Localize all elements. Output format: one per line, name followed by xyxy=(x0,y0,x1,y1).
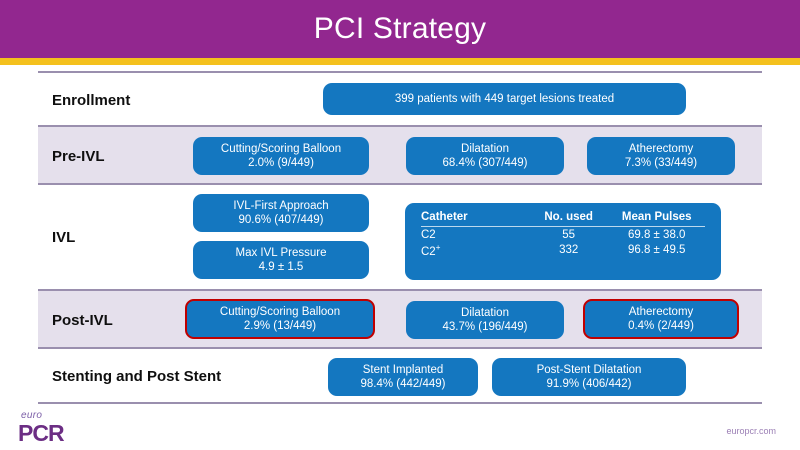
box-post-ivl-dilatation[interactable]: Dilatation 43.7% (196/449) xyxy=(406,301,564,339)
rule-stenting xyxy=(38,347,762,349)
box-line2: 43.7% (196/449) xyxy=(442,321,528,333)
page-title: PCI Strategy xyxy=(313,12,487,45)
box-line1: Max IVL Pressure xyxy=(235,246,327,259)
box-line2: 4.9 ± 1.5 xyxy=(258,261,304,273)
col-header-mean-pulses: Mean Pulses xyxy=(608,211,705,227)
box-enrollment-total[interactable]: 399 patients with 449 target lesions tre… xyxy=(323,83,686,115)
box-post-stent-dilatation[interactable]: Post-Stent Dilatation 91.9% (406/442) xyxy=(492,358,686,396)
box-pre-ivl-dilatation[interactable]: Dilatation 68.4% (307/449) xyxy=(406,137,564,175)
table-header-row: Catheter No. used Mean Pulses xyxy=(421,211,705,227)
cell-catheter: C2 xyxy=(421,229,436,241)
catheter-summary-card: Catheter No. used Mean Pulses C2 55 69.8… xyxy=(405,203,721,280)
footer-divider xyxy=(38,402,762,404)
box-line1: Stent Implanted xyxy=(362,363,444,376)
footer-url: europcr.com xyxy=(726,426,776,436)
box-line1: 399 patients with 449 target lesions tre… xyxy=(394,92,615,105)
logo-euro-text: euro xyxy=(21,410,43,421)
accent-divider xyxy=(0,58,800,65)
cell-catheter-text: C2 xyxy=(421,245,436,258)
row-label-ivl: IVL xyxy=(52,229,76,246)
col-header-no-used: No. used xyxy=(528,211,609,227)
box-line1: Atherectomy xyxy=(628,305,694,318)
cell-no-used: 55 xyxy=(562,229,576,241)
box-pre-ivl-cutting-scoring-balloon[interactable]: Cutting/Scoring Balloon 2.0% (9/449) xyxy=(193,137,369,175)
box-line1: Post-Stent Dilatation xyxy=(536,363,642,376)
box-line2: 91.9% (406/442) xyxy=(546,378,632,390)
cell-catheter-superscript: + xyxy=(435,243,441,252)
rule-top xyxy=(38,71,762,73)
pci-strategy-matrix: Enrollment Pre-IVL IVL Post-IVL Stenting… xyxy=(38,71,762,401)
box-line2: 98.4% (442/449) xyxy=(360,378,446,390)
row-label-stenting: Stenting and Post Stent xyxy=(52,368,222,385)
cell-mean-pulses: 96.8 ± 49.5 xyxy=(627,244,686,257)
box-line2: 68.4% (307/449) xyxy=(442,157,528,169)
box-line2: 2.9% (13/449) xyxy=(243,320,317,332)
row-label-enrollment: Enrollment xyxy=(52,92,131,109)
box-stent-implanted[interactable]: Stent Implanted 98.4% (442/449) xyxy=(328,358,478,396)
cell-no-used: 332 xyxy=(559,244,579,257)
box-ivl-first-approach[interactable]: IVL-First Approach 90.6% (407/449) xyxy=(193,194,369,232)
rule-pre-ivl xyxy=(38,125,762,127)
row-label-post-ivl: Post-IVL xyxy=(52,312,113,329)
logo-pcr-text: PCR xyxy=(18,420,65,446)
box-pre-ivl-atherectomy[interactable]: Atherectomy 7.3% (33/449) xyxy=(587,137,735,175)
box-post-ivl-cutting-scoring-balloon[interactable]: Cutting/Scoring Balloon 2.9% (13/449) xyxy=(185,299,375,339)
title-bar: PCI Strategy xyxy=(0,0,800,58)
box-line2: 2.0% (9/449) xyxy=(248,157,314,169)
box-line1: Cutting/Scoring Balloon xyxy=(220,142,342,155)
catheter-table: Catheter No. used Mean Pulses C2 55 69.8… xyxy=(421,211,705,258)
box-line1: IVL-First Approach xyxy=(233,199,329,212)
cell-mean-pulses: 69.8 ± 38.0 xyxy=(627,229,686,241)
box-line1: Atherectomy xyxy=(628,142,694,155)
table-row: C2+ 332 96.8 ± 49.5 xyxy=(421,241,705,258)
box-line1: Dilatation xyxy=(461,142,509,155)
box-post-ivl-atherectomy[interactable]: Atherectomy 0.4% (2/449) xyxy=(583,299,739,339)
box-line1: Dilatation xyxy=(461,306,509,319)
box-line2: 0.4% (2/449) xyxy=(628,320,694,332)
cell-catheter: C2+ xyxy=(421,241,529,258)
rule-ivl xyxy=(38,183,762,185)
box-ivl-max-pressure[interactable]: Max IVL Pressure 4.9 ± 1.5 xyxy=(193,241,369,279)
box-line2: 90.6% (407/449) xyxy=(238,214,324,226)
box-line1: Cutting/Scoring Balloon xyxy=(219,305,341,318)
box-line2: 7.3% (33/449) xyxy=(624,157,698,169)
rule-post-ivl xyxy=(38,289,762,291)
col-header-catheter: Catheter xyxy=(421,211,529,227)
row-label-pre-ivl: Pre-IVL xyxy=(52,148,105,165)
table-row: C2 55 69.8 ± 38.0 xyxy=(421,227,705,241)
europcr-logo: euro PCR xyxy=(18,410,138,446)
